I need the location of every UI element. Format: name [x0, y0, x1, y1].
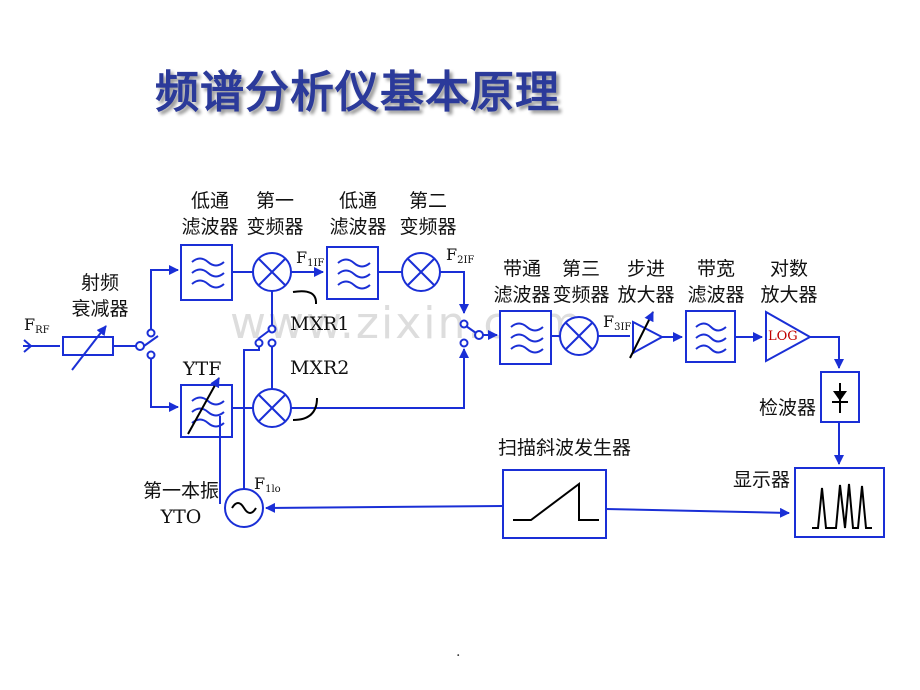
step-amp-label: 步进放大器 [617, 258, 675, 306]
yto-oscillator [224, 488, 264, 528]
display-screen [794, 467, 885, 538]
mxr2-pointer [292, 397, 318, 421]
resolution-bandwidth-filter [685, 310, 736, 363]
second-mixer [401, 252, 441, 292]
f1lo-label: F1lo [254, 474, 281, 495]
page-title: 频谱分析仪基本原理 [155, 67, 560, 118]
log-amplifier [765, 310, 813, 363]
step-amplifier [629, 311, 665, 359]
mxr2-label: MXR2 [290, 357, 350, 379]
display-label: 显示器 [733, 469, 791, 491]
f3if-label: F3IF [603, 312, 632, 333]
rbw-label: 带宽滤波器 [687, 258, 745, 306]
sweep-label: 扫描斜波发生器 [498, 437, 632, 459]
lpf2-label: 低通滤波器 [329, 190, 387, 238]
detector [820, 371, 860, 423]
footer-dot: . [456, 644, 461, 660]
frf-label: FRF [24, 315, 50, 336]
mxr1-pointer [292, 290, 318, 305]
low-pass-filter-1 [180, 244, 233, 301]
input-switch [135, 328, 159, 360]
sweep-ramp-generator [502, 469, 607, 539]
rf-input-arrow [23, 339, 60, 353]
third-mixer [559, 316, 599, 356]
log-amp-label: 对数放大器 [760, 258, 818, 306]
attenuator-label: 射频衰减器 [71, 272, 129, 320]
detector-label: 检波器 [759, 397, 817, 419]
lo-switch [243, 291, 277, 489]
f2if-label: F2IF [446, 245, 475, 266]
mix2-label: 第二变频器 [399, 190, 457, 238]
ytf-label: YTF [183, 358, 222, 380]
mix1-label: 第一变频器 [246, 190, 304, 238]
rf-attenuator [62, 325, 114, 371]
lpf1-label: 低通滤波器 [181, 190, 239, 238]
log-text: LOG [768, 329, 798, 344]
mxr1-label: MXR1 [290, 313, 350, 335]
first-mixer [252, 252, 292, 292]
second-band-mixer [252, 388, 292, 428]
f1if-label: F1IF [296, 248, 325, 269]
ytf-filter [180, 377, 233, 438]
mix3-label: 第三变频器 [552, 258, 610, 306]
band-pass-filter [499, 310, 552, 365]
low-pass-filter-2 [326, 246, 379, 300]
bpf-label: 带通滤波器 [493, 258, 551, 306]
if-switch [459, 319, 484, 348]
